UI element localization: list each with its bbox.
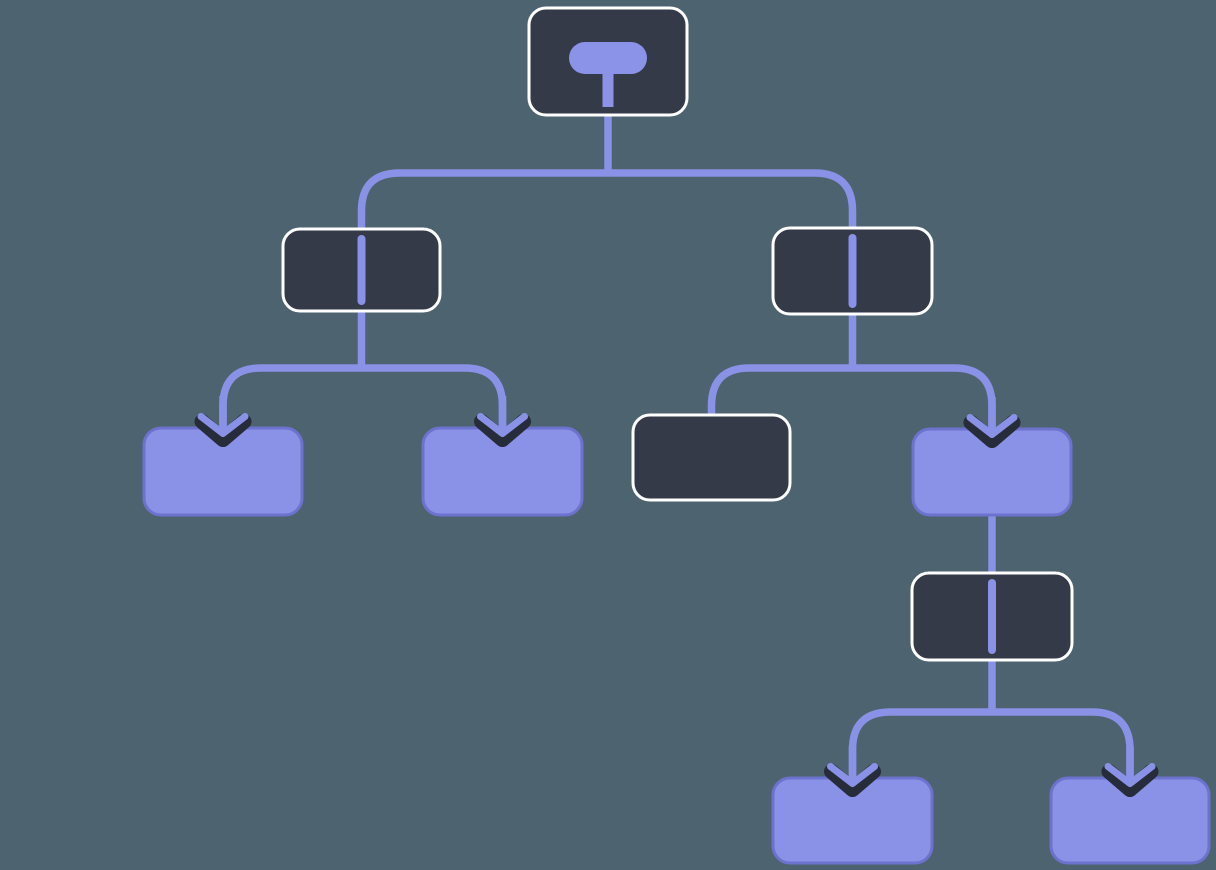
arrow-chevron-shadow xyxy=(824,764,881,797)
arrow-chevron-shadow xyxy=(474,414,531,447)
arrow-down-icon xyxy=(824,746,881,797)
arrow-down-icon xyxy=(474,396,531,447)
nodes-layer xyxy=(142,6,1211,865)
arrow-chevron-purple xyxy=(827,763,878,787)
edges-layer xyxy=(219,112,1134,783)
arrow-chevron-shadow xyxy=(1101,764,1159,797)
arrow-chevron-shadow xyxy=(963,415,1021,448)
root-pill-stem xyxy=(602,70,614,107)
glyphs-layer xyxy=(194,42,1159,797)
arrow-chevron-shadow xyxy=(194,414,252,447)
connector-edge xyxy=(707,364,853,418)
connector-edge xyxy=(357,169,608,232)
arrow-chevron-purple xyxy=(197,413,249,437)
tree-node-node-plain[interactable] xyxy=(631,413,792,502)
arrow-down-icon xyxy=(1101,746,1159,797)
connector-edge xyxy=(608,169,857,231)
arrow-down-icon xyxy=(963,397,1021,448)
arrow-chevron-purple xyxy=(477,413,528,437)
arrow-chevron-purple xyxy=(966,414,1018,438)
arrow-down-icon xyxy=(194,396,252,447)
root-pill-icon xyxy=(569,42,647,74)
arrow-chevron-purple xyxy=(1104,763,1156,787)
